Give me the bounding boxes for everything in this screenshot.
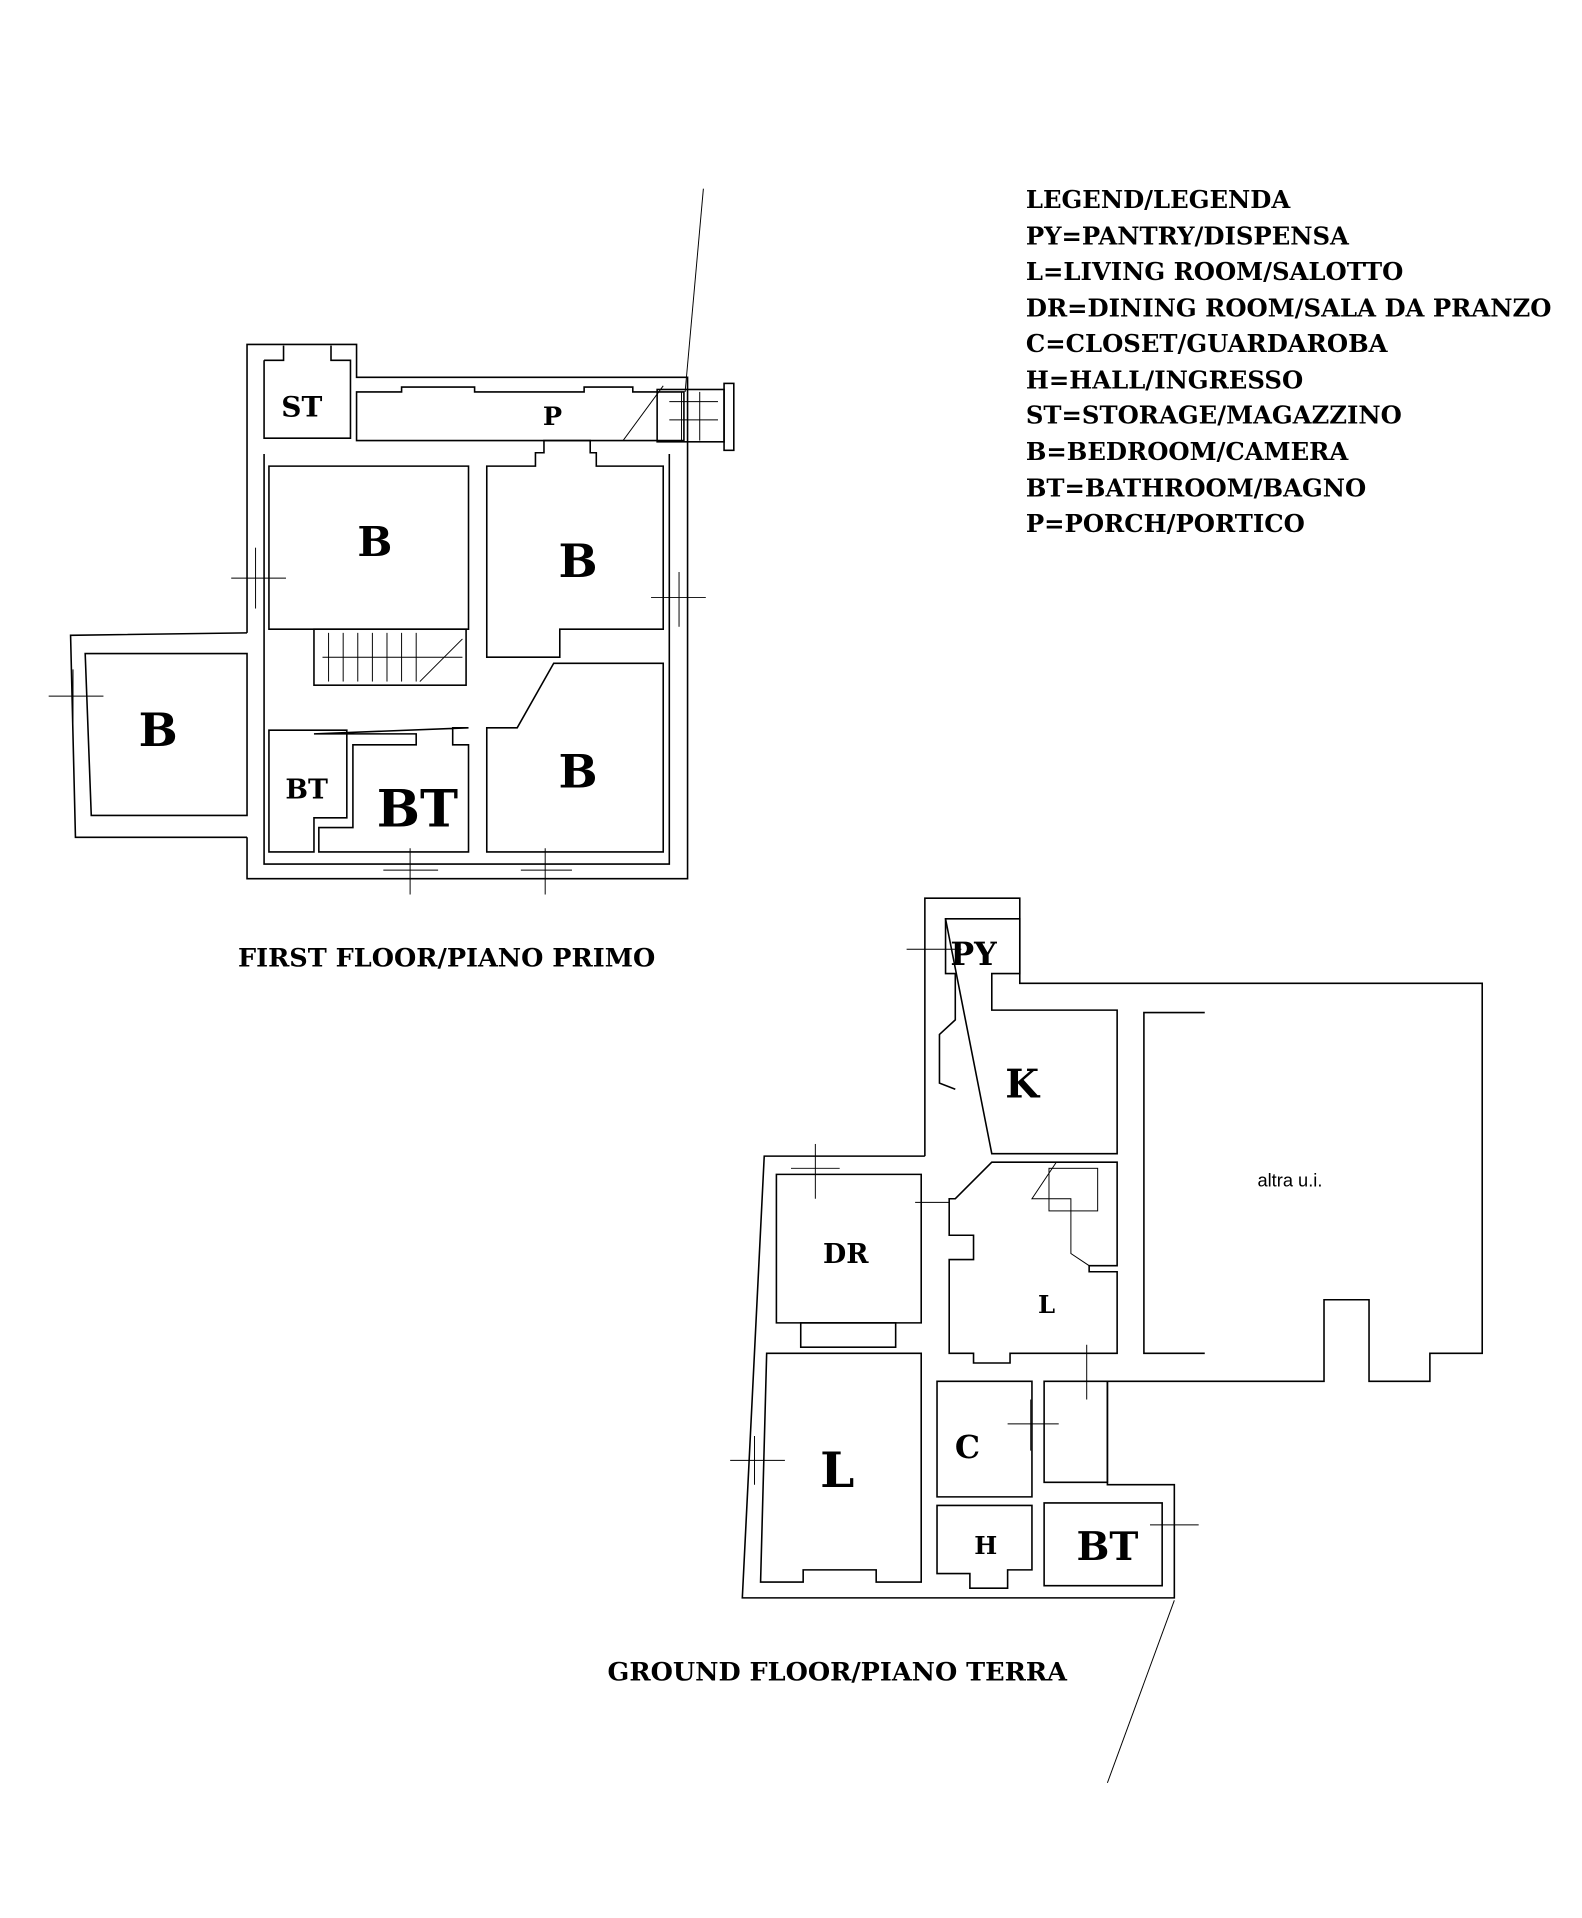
room-label-closet: C bbox=[955, 1429, 980, 1466]
legend-title: LEGEND/LEGENDA bbox=[1026, 185, 1291, 214]
room-label-kitchen: K bbox=[1005, 1062, 1041, 1108]
room-label-bathroom: BT bbox=[1076, 1524, 1138, 1570]
room-label-dining-room: DR bbox=[823, 1239, 869, 1270]
room-label-bedroom: B bbox=[357, 517, 392, 566]
first-floor-title: FIRST FLOOR/PIANO PRIMO bbox=[238, 943, 655, 973]
first-floor-plan: ST P B B B BT BT B FIRST FLOOR/PIANO PRI… bbox=[48, 188, 735, 973]
room-label-bathroom: BT bbox=[285, 774, 328, 805]
room-label-bathroom: BT bbox=[377, 779, 458, 839]
legend-item: P=PORCH/PORTICO bbox=[1026, 509, 1305, 538]
room-label-pantry: PY bbox=[950, 936, 997, 973]
room-label-bedroom: B bbox=[558, 534, 597, 588]
room-label-hall: H bbox=[974, 1531, 997, 1560]
room-label-porch: P bbox=[543, 402, 562, 432]
legend-item: H=HALL/INGRESSO bbox=[1026, 365, 1303, 394]
legend-item: DR=DINING ROOM/SALA DA PRANZO bbox=[1026, 293, 1552, 322]
room-label-storage: ST bbox=[281, 390, 322, 423]
window-marks bbox=[48, 547, 706, 895]
legend-item: BT=BATHROOM/BAGNO bbox=[1026, 474, 1366, 503]
legend: LEGEND/LEGENDA PY=PANTRY/DISPENSA L=LIVI… bbox=[1026, 185, 1552, 538]
room-label-living-room: L bbox=[820, 1442, 854, 1499]
room-label-bedroom: B bbox=[139, 703, 178, 757]
legend-item: C=CLOSET/GUARDAROBA bbox=[1026, 329, 1389, 358]
window-marks bbox=[730, 948, 1199, 1526]
other-unit-label: altra u.i. bbox=[1257, 1170, 1322, 1191]
legend-item: ST=STORAGE/MAGAZZINO bbox=[1026, 401, 1402, 430]
legend-item: PY=PANTRY/DISPENSA bbox=[1026, 222, 1350, 251]
ground-floor-title: GROUND FLOOR/PIANO TERRA bbox=[608, 1658, 1069, 1688]
room-label-bedroom: B bbox=[558, 744, 597, 798]
room-label-living-room: L bbox=[1038, 1290, 1055, 1319]
legend-item: L=LIVING ROOM/SALOTTO bbox=[1026, 257, 1403, 286]
ground-floor-plan: altra u.i. PY K bbox=[608, 897, 1484, 1784]
legend-item: B=BEDROOM/CAMERA bbox=[1026, 437, 1349, 466]
